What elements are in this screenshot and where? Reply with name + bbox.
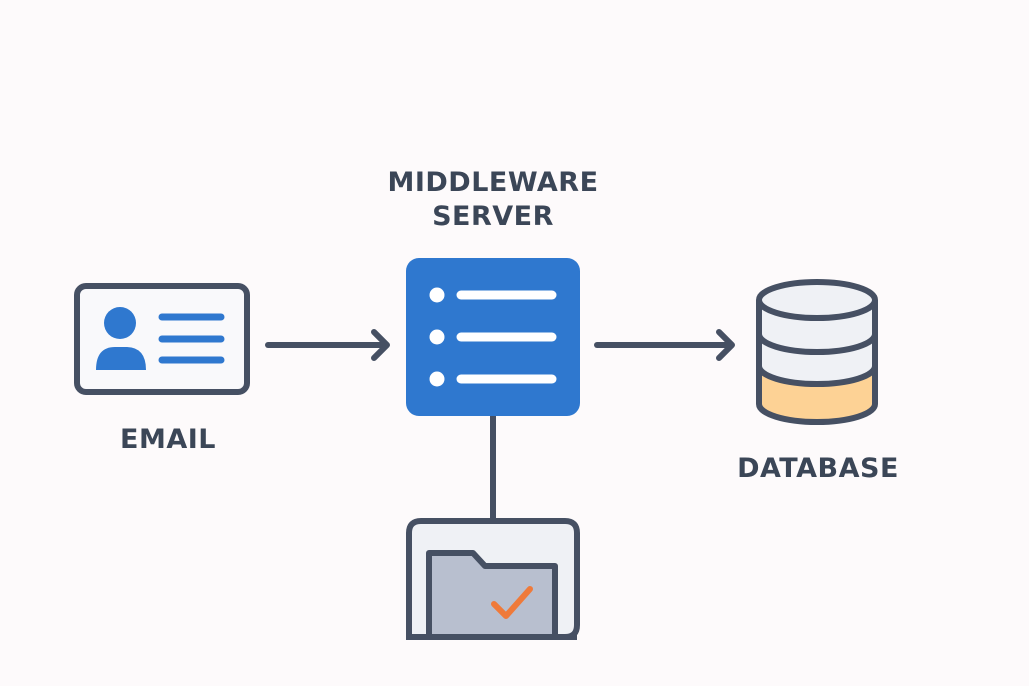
- database-cylinder-icon: [756, 279, 878, 425]
- arrow-middleware-to-database: [594, 329, 735, 361]
- arrow-email-to-middleware: [265, 329, 390, 361]
- server-list-icon: [406, 258, 580, 416]
- database-node[interactable]: DATABASE: [737, 279, 899, 484]
- middleware-server-node[interactable]: MIDDLEWARE SERVER: [387, 167, 598, 416]
- middleware-label-line1: MIDDLEWARE: [387, 167, 598, 198]
- database-label: DATABASE: [737, 453, 899, 484]
- storage-node[interactable]: [406, 518, 580, 640]
- middleware-label-line2: SERVER: [432, 201, 554, 232]
- contact-card-icon: [74, 283, 250, 395]
- email-label: EMAIL: [120, 424, 216, 455]
- folder-check-icon: [406, 518, 580, 640]
- email-node[interactable]: EMAIL: [74, 283, 250, 455]
